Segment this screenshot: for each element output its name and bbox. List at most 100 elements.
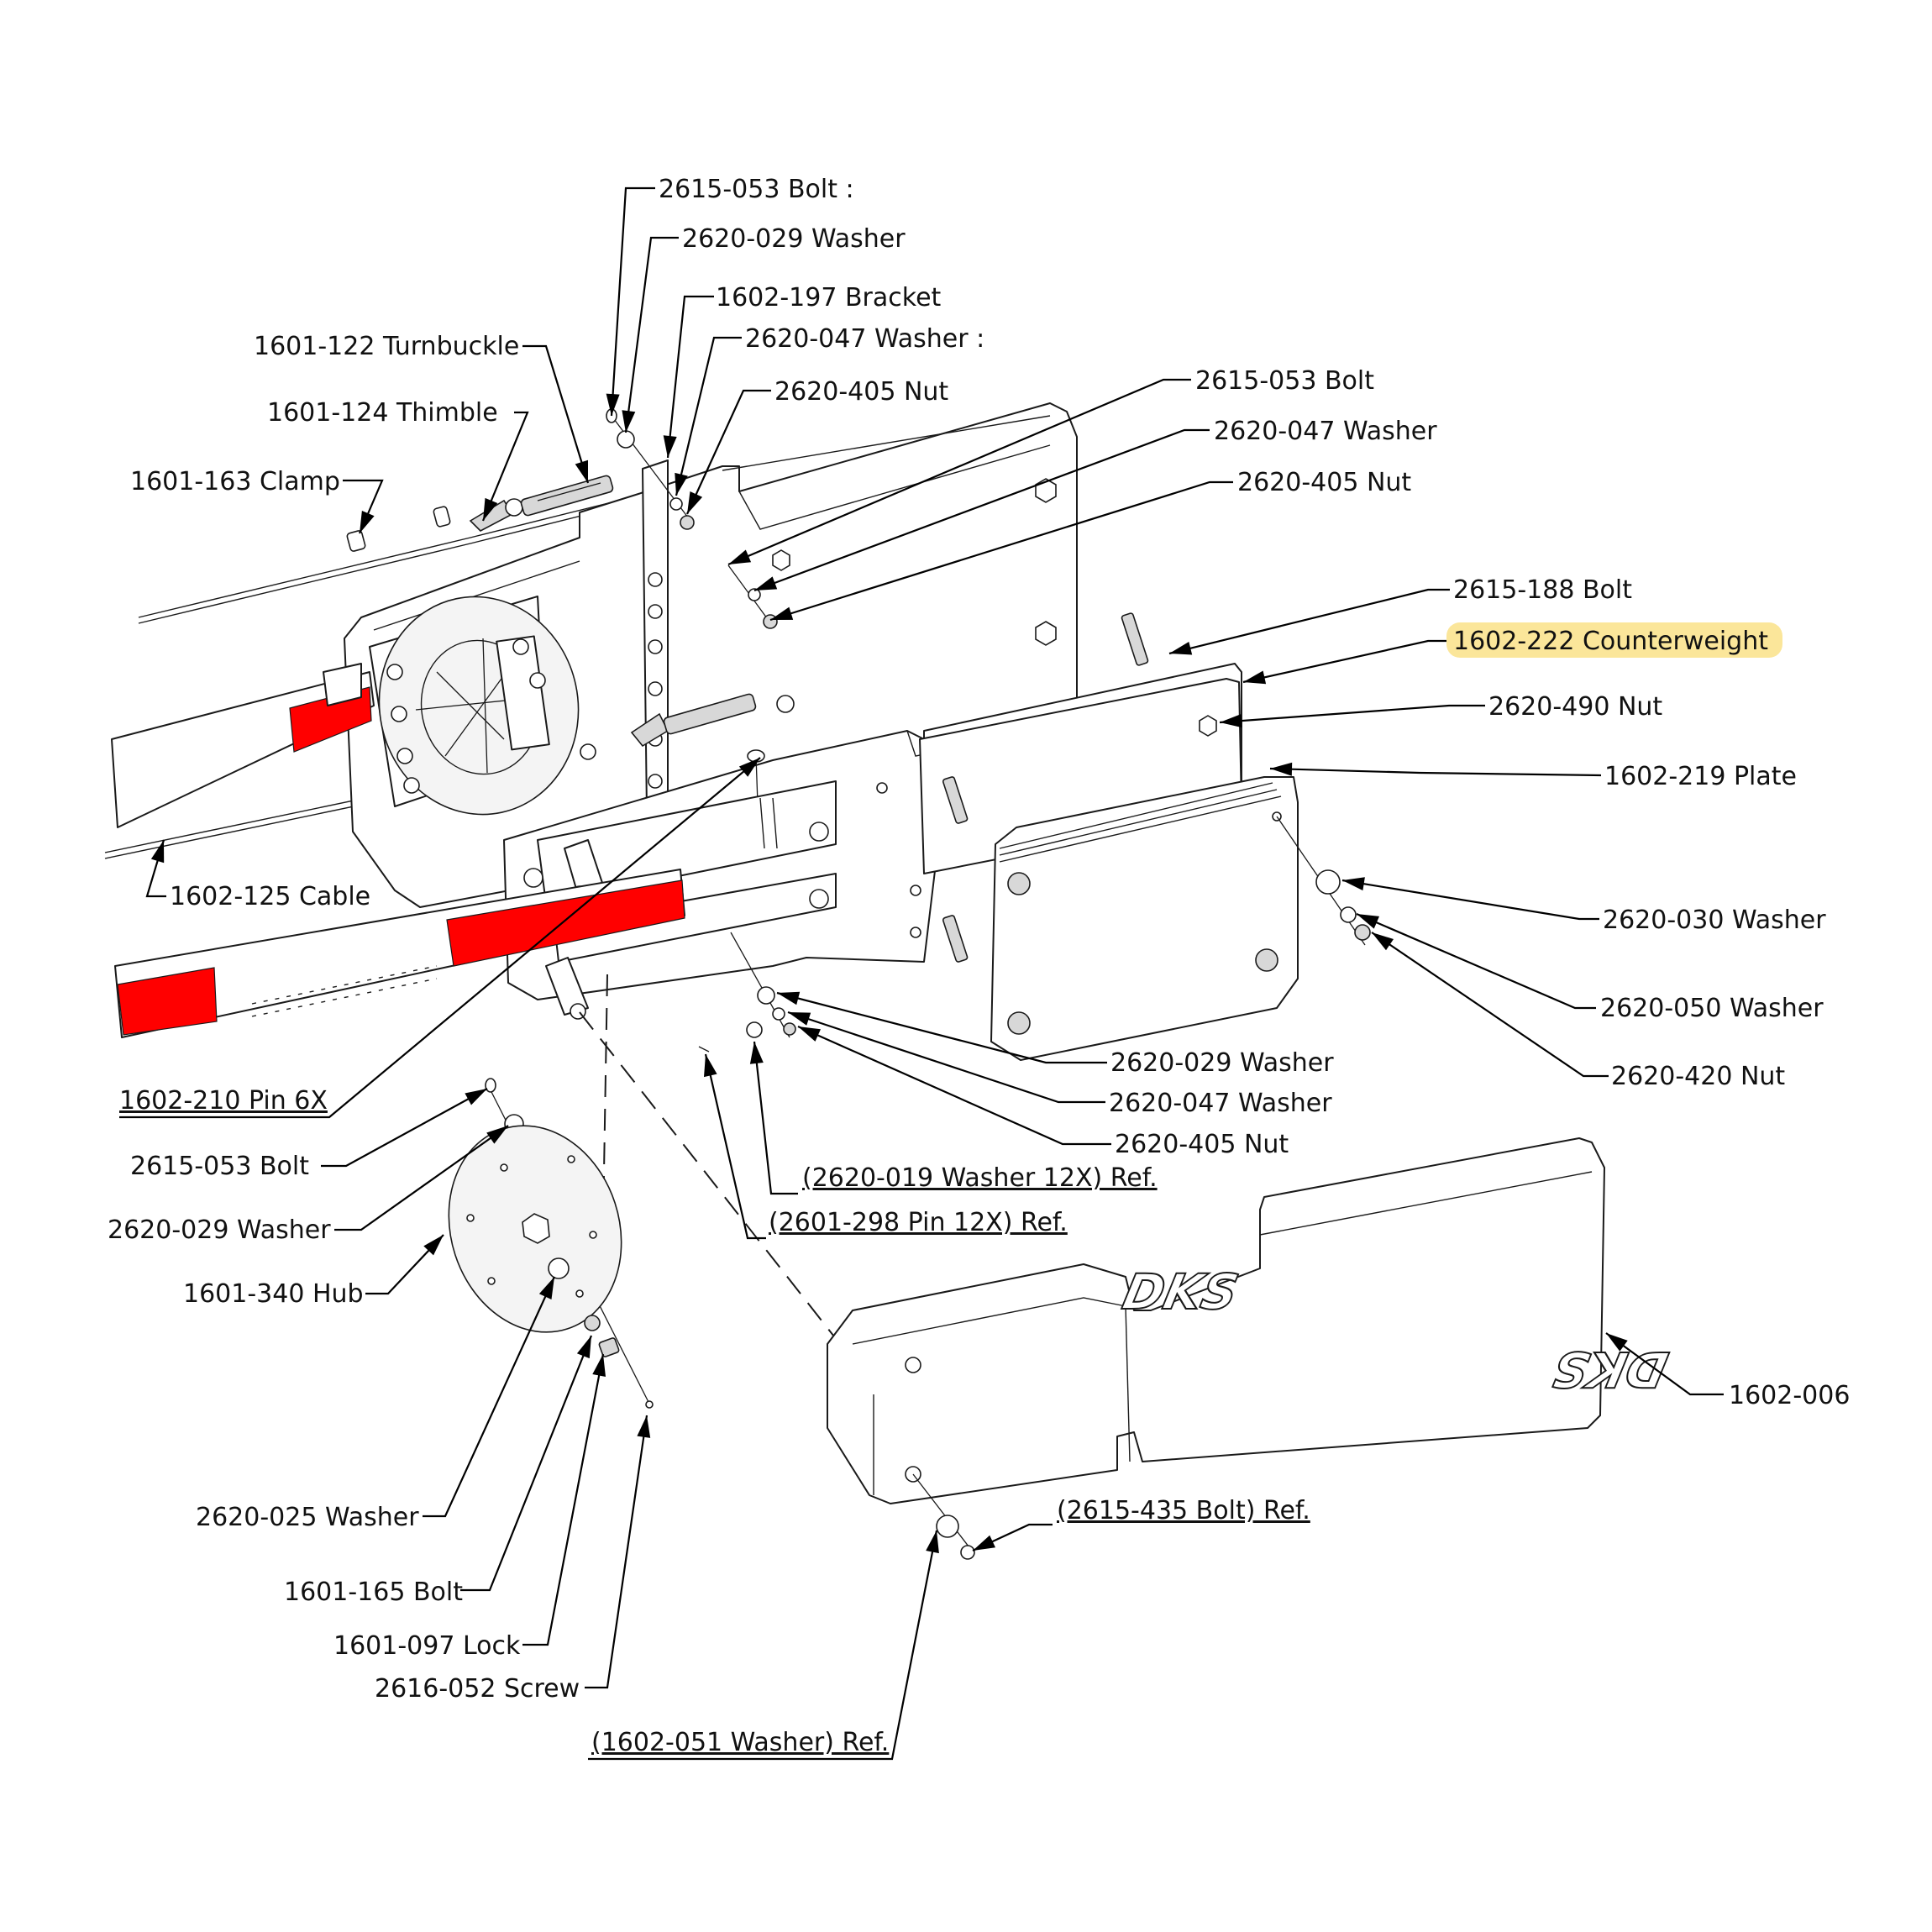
arrowhead-c12	[1169, 642, 1193, 655]
cover-fasteners	[912, 1473, 975, 1560]
callout-2620-030-washer[interactable]: 2620-030 Washer	[1603, 906, 1826, 935]
gate-arm-upper	[111, 663, 375, 828]
leader-line-c10	[753, 428, 1210, 592]
arrowhead-c20	[738, 758, 760, 777]
arrowhead-c23	[798, 1026, 821, 1042]
fastener-stack-middle	[698, 932, 796, 1053]
callout-leaders	[119, 186, 1724, 1761]
arrowhead-c2	[622, 410, 636, 433]
callout-labels: 2615-053 Bolt : 2620-029 Washer 1602-197…	[108, 175, 1850, 1757]
bolt-2615-188	[942, 612, 1149, 963]
callout-2620-405-nut-mid[interactable]: 2620-405 Nut	[1115, 1130, 1289, 1159]
drum-assembly	[369, 596, 580, 816]
arrowhead-c5	[687, 491, 703, 514]
callout-1602-051-washer-ref[interactable]: (1602-051 Washer) Ref.	[591, 1728, 889, 1757]
callout-2620-405-nut-right[interactable]: 2620-405 Nut	[1237, 468, 1411, 497]
callout-1601-097-lock[interactable]: 1601-097 Lock	[333, 1631, 521, 1661]
callout-1601-163-clamp[interactable]: 1601-163 Clamp	[130, 467, 340, 496]
callout-1602-125-cable[interactable]: 1602-125 Cable	[170, 882, 370, 911]
leader-line-c24	[321, 1088, 488, 1168]
leader-line-c14	[1219, 704, 1485, 724]
callout-2620-029-washer-top[interactable]: 2620-029 Washer	[682, 224, 906, 254]
clamp-1601-163	[346, 506, 451, 552]
leader-line-c7	[481, 411, 529, 522]
callout-2620-047-washer-mid[interactable]: 2620-047 Washer	[1109, 1089, 1332, 1118]
callout-2620-490-nut[interactable]: 2620-490 Nut	[1488, 692, 1662, 722]
leader-line-c18	[1356, 912, 1596, 1010]
arrowhead-c17	[1342, 877, 1365, 891]
callout-1602-210-pin[interactable]: 1602-210 Pin 6X	[119, 1086, 328, 1116]
leader-line-c33	[522, 1353, 605, 1646]
arrowhead-c29	[1606, 1333, 1628, 1352]
arrowhead-c11	[770, 606, 794, 620]
callout-2601-298-pin-ref[interactable]: (2601-298 Pin 12X) Ref.	[769, 1208, 1068, 1237]
leader-line-c34	[585, 1415, 648, 1689]
callout-2615-053-bolt-hub[interactable]: 2615-053 Bolt	[130, 1152, 309, 1181]
callout-1602-222-counterweight[interactable]: 1602-222 Counterweight	[1453, 627, 1768, 656]
arrowhead-c34	[637, 1415, 651, 1438]
leader-line-c11	[769, 480, 1233, 622]
leader-line-c13	[1242, 639, 1450, 684]
leader-line-c20	[119, 757, 761, 1119]
callout-2620-420-nut[interactable]: 2620-420 Nut	[1611, 1062, 1785, 1091]
hub-1601-340	[448, 1078, 654, 1409]
arrowhead-c24	[465, 1089, 487, 1105]
leader-line-c29	[1605, 1332, 1724, 1396]
callout-1602-219-plate[interactable]: 1602-219 Plate	[1604, 762, 1797, 791]
callout-1601-124-thimble[interactable]: 1601-124 Thimble	[267, 398, 498, 428]
highlight-counterweight	[1446, 622, 1782, 658]
arrowhead-c9	[728, 549, 752, 564]
callout-2620-019-washer-ref[interactable]: (2620-019 Washer 12X) Ref.	[802, 1163, 1158, 1193]
callout-2620-029-washer-hub[interactable]: 2620-029 Washer	[108, 1215, 331, 1245]
callout-1601-122-turnbuckle[interactable]: 1601-122 Turnbuckle	[254, 332, 519, 361]
leader-line-c30	[423, 1276, 556, 1518]
arrowhead-c8	[360, 511, 375, 533]
leader-line-c27	[704, 1053, 766, 1240]
callout-2620-029-washer-mid[interactable]: 2620-029 Washer	[1110, 1048, 1334, 1078]
leader-line-c5	[685, 389, 771, 515]
fastener-stack-top	[606, 408, 695, 530]
turnbuckle-1601-122	[520, 475, 614, 517]
arrowhead-c25	[486, 1126, 508, 1144]
fastener-stack-right	[1276, 816, 1371, 946]
arrowhead-c35	[926, 1530, 939, 1554]
arrowhead-c18	[1357, 914, 1379, 929]
callout-1601-165-bolt[interactable]: 1601-165 Bolt	[284, 1578, 463, 1607]
callout-2620-050-washer[interactable]: 2620-050 Washer	[1600, 994, 1824, 1023]
dks-logo-mirrored: DKS	[1547, 1341, 1672, 1397]
callout-2615-435-bolt-ref[interactable]: (2615-435 Bolt) Ref.	[1057, 1496, 1310, 1525]
arrowhead-c3	[663, 435, 677, 458]
leader-line-c4	[675, 336, 742, 496]
callout-2620-025-washer[interactable]: 2620-025 Washer	[196, 1503, 419, 1532]
gate-arm-lower	[114, 869, 685, 1038]
leader-line-c21	[776, 991, 1107, 1064]
arrowhead-c6	[575, 459, 588, 483]
callout-2615-188-bolt[interactable]: 2615-188 Bolt	[1453, 575, 1632, 605]
arrowhead-c30	[538, 1277, 554, 1299]
callout-1601-340-hub[interactable]: 1601-340 Hub	[183, 1279, 364, 1309]
arrowhead-c19	[1372, 932, 1394, 951]
callout-1602-197-bracket[interactable]: 1602-197 Bracket	[716, 283, 942, 312]
assembly-drawing: DKS DKS	[104, 402, 1674, 1560]
turnbuckle-lower	[580, 693, 795, 760]
arrowhead-c7	[483, 497, 498, 521]
callout-2620-047-washer-right[interactable]: 2620-047 Washer	[1214, 417, 1437, 446]
leader-line-c35	[588, 1530, 938, 1761]
leader-line-c9	[727, 378, 1191, 566]
leader-line-c23	[797, 1025, 1111, 1146]
callout-2615-053-bolt-right[interactable]: 2615-053 Bolt	[1195, 366, 1374, 396]
arrowhead-c26	[749, 1042, 764, 1064]
callout-2615-053-bolt-top[interactable]: 2615-053 Bolt :	[659, 175, 854, 204]
leader-line-c25	[334, 1125, 509, 1231]
dks-logo: DKS	[1118, 1264, 1243, 1320]
leader-line-c28	[365, 1234, 444, 1295]
leader-line-c1	[610, 186, 655, 417]
leader-line-c3	[666, 295, 714, 459]
callout-2620-405-nut-top[interactable]: 2620-405 Nut	[774, 377, 948, 407]
cover-1602-006: DKS DKS	[827, 1137, 1674, 1504]
arrowhead-c31	[973, 1535, 995, 1551]
callout-2620-047-washer-top[interactable]: 2620-047 Washer :	[745, 324, 984, 354]
callout-1602-006-cover[interactable]: 1602-006	[1729, 1381, 1850, 1410]
callout-2616-052-screw[interactable]: 2616-052 Screw	[375, 1674, 580, 1704]
